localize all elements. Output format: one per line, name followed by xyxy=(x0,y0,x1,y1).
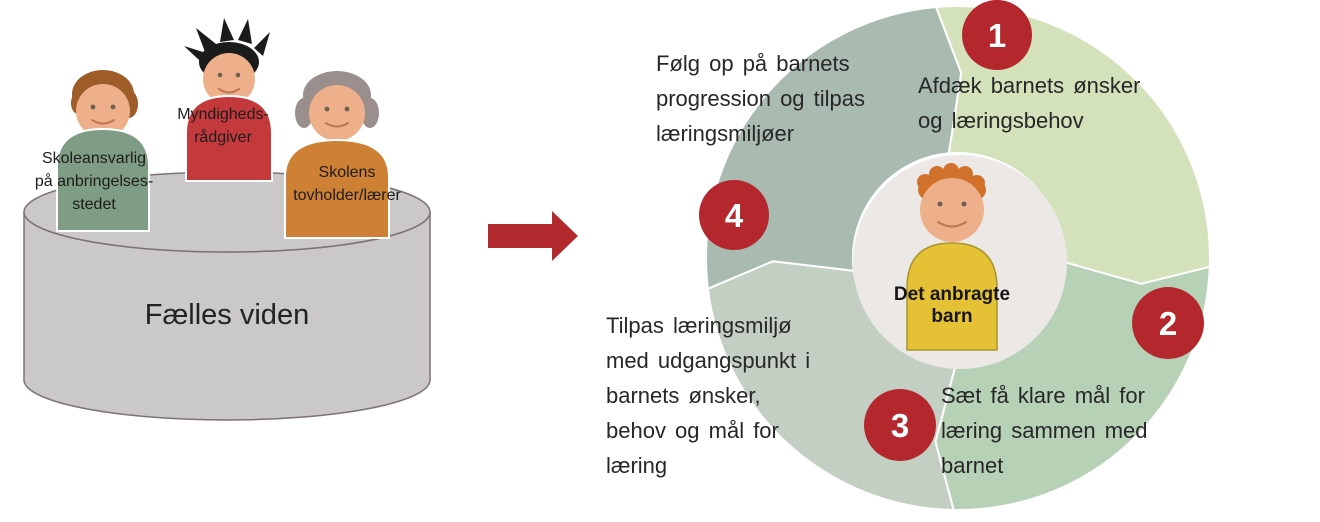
badge-3-number: 3 xyxy=(891,407,909,444)
person-authority-advisor xyxy=(184,18,273,182)
person2-face xyxy=(203,53,255,105)
person1-eyes xyxy=(90,104,116,110)
shared-knowledge-group xyxy=(23,18,578,421)
child-face xyxy=(920,178,984,242)
person-school-coordinator-label: Skolens tovholder/lærer xyxy=(293,164,401,204)
badge-4-circle xyxy=(699,180,769,250)
person-school-responsible xyxy=(56,70,150,232)
person-authority-advisor-label: Myndigheds- rådgiver xyxy=(177,106,269,146)
cycle-center-label: Det anbragte barn xyxy=(893,284,1011,327)
person2-eyes xyxy=(217,72,241,78)
person3-eyes xyxy=(324,106,350,112)
badge-1-number: 1 xyxy=(988,17,1006,54)
person3-body xyxy=(284,138,390,239)
person2-smile xyxy=(218,88,240,94)
person3-face xyxy=(309,85,365,141)
cycle-segment-1 xyxy=(935,5,1211,285)
person1-body xyxy=(56,127,150,232)
badge-3-circle xyxy=(864,389,936,461)
step-badge-2: 2 xyxy=(1132,287,1204,359)
child-body xyxy=(906,242,998,351)
cylinder-label: Fælles viden xyxy=(144,299,310,331)
step-badge-3: 3 xyxy=(864,389,936,461)
child-figure xyxy=(906,163,998,351)
person-school-responsible-label: Skoleansvarlig på anbringelses- stedet xyxy=(34,150,154,213)
step-badge-4: 4 xyxy=(699,180,769,250)
child-smile xyxy=(937,221,967,228)
person3-smile xyxy=(325,122,349,128)
step-badge-1: 1 xyxy=(962,0,1032,70)
person-school-coordinator xyxy=(284,71,390,239)
person2-body xyxy=(185,94,273,182)
badge-1-circle xyxy=(962,0,1032,70)
child-eyes xyxy=(937,201,967,207)
person1-face xyxy=(76,84,130,138)
step-2-label: Sæt få klare mål for læring sammen med b… xyxy=(941,383,1148,478)
person1-smile xyxy=(91,119,115,125)
cycle-diagram: 1 2 3 4 xyxy=(699,0,1211,512)
step-1-label: Afdæk barnets ønsker og læringsbehov xyxy=(918,73,1141,133)
badge-2-number: 2 xyxy=(1159,305,1177,342)
step-3-label: Tilpas læringsmiljø med udgangspunkt i b… xyxy=(606,313,811,478)
badge-2-circle xyxy=(1132,287,1204,359)
badge-4-number: 4 xyxy=(725,197,744,234)
step-4-label: Følg op på barnets progression og tilpas… xyxy=(656,51,866,146)
cycle-segment-4 xyxy=(705,6,963,290)
flow-arrow-icon xyxy=(488,211,578,261)
